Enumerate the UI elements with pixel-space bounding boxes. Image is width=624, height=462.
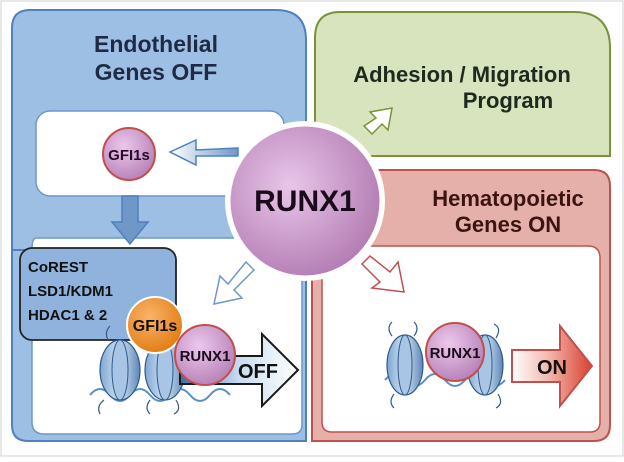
histone-tails-right [388,321,502,409]
chromatin-right [384,321,506,409]
on-arrow: ON [511,323,594,409]
off-arrow-shape [179,331,300,409]
arrow-to-activation [360,254,405,293]
adhesion-title-line1: Adhesion / Migration [353,62,571,87]
hematopoietic-title-line2: Genes ON [455,212,561,237]
adhesion-panel: Adhesion / Migration Program [314,11,611,157]
runx1-right-circle [425,322,485,382]
arrow-to-adhesion [362,107,393,136]
runx1-left-label: RUNX1 [180,348,231,365]
corepressor-line2: LSD1/KDM1 [28,283,113,300]
nucleosome-left-1-face [111,339,129,401]
gfi1s-bound-label: GFI1s [133,318,178,335]
runx1-right: RUNX1 [425,322,485,382]
gfi1s-top-circle [102,127,156,181]
arrow-to-gfi1s [168,138,240,167]
runx1-right-label: RUNX1 [430,345,481,362]
runx1-left-circle [174,324,236,386]
on-arrow-shape [511,323,594,409]
gfi1s-top: GFI1s [102,127,156,181]
corepressor-line3: HDAC1 & 2 [28,307,107,324]
endothelial-title-line1: Endothelial [94,31,218,57]
adhesion-title-line2: Program [463,88,553,113]
corepressor-line1: CoREST [28,259,88,276]
gfi1s-bound: GFI1s [126,296,184,354]
off-arrow: OFF [179,331,300,409]
gfi1s-bound-circle [126,296,184,354]
endothelial-title-line2: Genes OFF [95,59,218,85]
nucleosome-right-1-face [397,334,413,396]
runx1-central-label: RUNX1 [254,185,356,218]
arrow-gfi1s-to-complex [110,195,150,246]
on-arrow-label: ON [537,357,567,379]
off-arrow-label: OFF [238,361,278,383]
runx1-left: RUNX1 [174,324,236,386]
gfi1s-top-label: GFI1s [108,147,150,164]
arrow-to-repression [213,260,256,305]
hematopoietic-title-line1: Hematopoietic [432,186,584,211]
runx1-central: RUNX1 [225,121,385,281]
runx1-central-circle [227,123,383,279]
